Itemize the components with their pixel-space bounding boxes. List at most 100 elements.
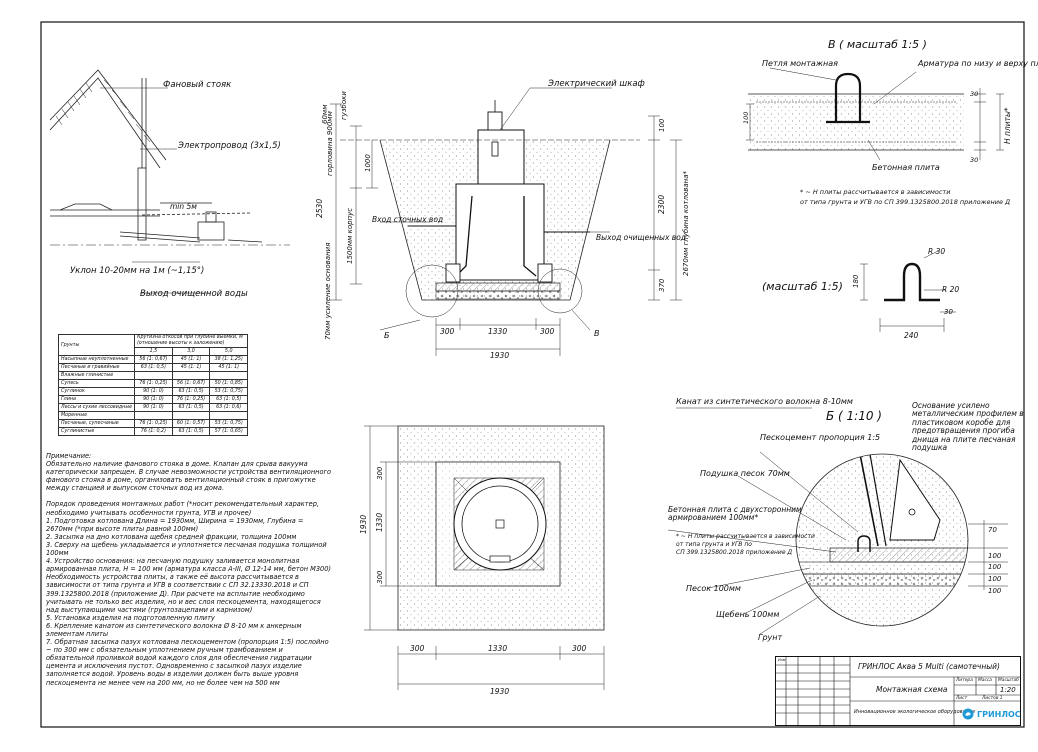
outlet-label: Выход очищенной воды [140, 289, 248, 299]
h-slab-label: H плиты* [1003, 107, 1012, 144]
loop-label: Петля монтажная [762, 59, 838, 68]
detail-b-title: Б ( 1:10 ) [826, 409, 882, 423]
dim-2530-label: 2530 [315, 199, 324, 218]
plan-dim-300-d: 300 [572, 644, 587, 653]
electric-box-label: Электрический шкаф [547, 79, 645, 89]
table-cell-value: 76 (1: 0,25) [134, 379, 173, 388]
rebar-label: Арматура по низу и верху плиты [917, 59, 1038, 68]
callout-b: Б [384, 331, 390, 340]
table-cell-value: 53 (1: 0,75) [209, 387, 249, 396]
table-row: Влажные глинистые [57, 371, 249, 380]
vent-stack-label: Фановый стояк [163, 80, 232, 90]
dim-300-right: 300 [540, 327, 555, 336]
notes-item: 3. Сверху на щебень укладывается и уплот… [46, 540, 327, 558]
title-block-col-labels: Изм [778, 658, 785, 662]
table-sub: 5,0 [209, 347, 249, 356]
table-cell-soil: Песчаные и гравийные [57, 363, 136, 372]
notes-item: 2. Засыпка на дно котлована щебня средне… [46, 532, 297, 541]
dim-100-label: 100 [658, 118, 666, 132]
table-cell-soil: Суглинок [57, 387, 136, 396]
table-cell-soil: Влажные глинистые [57, 371, 136, 380]
sand-label: Песок 100мм [686, 584, 741, 593]
notes-item: 5. Установка изделия на подготовленную п… [46, 613, 215, 622]
plan-dim-300-a: 300 [376, 466, 384, 480]
org-label: Инновационное экологическое оборудование [854, 709, 976, 715]
body-label: 1500мм корпус [346, 208, 354, 264]
b-dim-100-a: 100 [988, 552, 1002, 560]
detail-v-dim-30a: 30 [970, 90, 978, 98]
table-cell-value: 57 (1: 0,65) [209, 427, 249, 436]
detail-b: Канат из синтетического волокна 8-10мм Б… [667, 397, 1024, 642]
table-cell-soil: Песчаные, супесчаные [57, 419, 136, 428]
scale-value: 1:20 [1000, 686, 1016, 694]
table-cell-value: 76 (1: 0,25) [171, 395, 211, 404]
sheets-label: Листов 1 [982, 696, 1003, 701]
detail-v-dim-100: 100 [742, 112, 750, 124]
table-cell-value: 50 (1: 0,85) [209, 379, 249, 388]
detail-v-note-2: от типа грунта и УГВ по СП 399.1325800.2… [800, 198, 1010, 206]
table-cell-value [209, 411, 249, 420]
sand-pad-label: Подушка песок 70мм [700, 469, 790, 478]
notes-paragraph-1: Обязательно наличие фанового стояка в до… [46, 460, 331, 493]
table-cell-soil: Глина [57, 395, 136, 404]
col-mass: Масса [978, 678, 992, 683]
table-cell-soil: Супесь [57, 379, 136, 388]
detail-v-title: В ( масштаб 1:5 ) [828, 38, 927, 51]
table-cell-value: 56 (1: 0,67) [171, 379, 211, 388]
table-cell-value: 90 (1: 0) [134, 403, 173, 412]
power-cable-label: Электропровод (3х1,5) [177, 141, 281, 151]
dim-60-label: 60мм [321, 104, 329, 124]
table-cell-value: 63 (1: 0,5) [171, 387, 211, 396]
drawing-subtitle: Монтажная схема [876, 685, 948, 694]
plan-dim-1330-h: 1330 [488, 644, 507, 653]
plan-view: 1930 1330 300 300 300 1330 300 1930 [359, 425, 605, 696]
base-note: Основание усилено металлическим профилем… [912, 402, 1024, 453]
dim-1930: 1930 [490, 351, 509, 360]
loop-detail: (масштаб 1:5) R 30 R 20 180 30 240 [762, 247, 959, 340]
table-cell-value: 56 (1: 0,67) [134, 355, 173, 364]
loop-dim-30: 30 [944, 308, 953, 316]
b-dim-100-b: 100 [988, 563, 1002, 571]
notes-title: Примечание: [46, 452, 92, 460]
slope-label: Уклон 10-20мм на 1м (~1,15°) [70, 266, 204, 276]
table-cell-value: 90 (1: 0) [134, 387, 173, 396]
table-cell-value: 63 (1: 0,5) [171, 427, 211, 436]
table-cell-value: 60 (1: 0,57) [171, 419, 211, 428]
slab-b-note-2: от типа грунта и УГВ по [676, 541, 752, 548]
plan-dim-1330-v: 1330 [375, 513, 384, 532]
notes-item: 7. Обратная засыпка пазух котлована песк… [46, 638, 329, 687]
table-sub: 1,5 [134, 347, 173, 356]
soil-label: Грунт [758, 633, 783, 642]
table-cell-value: 45 (1: 1) [209, 363, 249, 372]
inlet-label: Вход сточных вод [372, 215, 443, 224]
min-distance-label: min 5м [170, 202, 197, 211]
sheet-frame [40, 21, 1025, 728]
table-cell-value: 90 (1: 0) [134, 395, 173, 404]
table-header-slope: Крутизна откосов при глубине выемки, м (… [134, 334, 249, 348]
b-dim-70: 70 [988, 526, 997, 534]
table-cell-value [134, 371, 173, 380]
slab-b-note-1: * ~ H плиты рассчитывается в зависимости [676, 533, 815, 540]
logo-text: ГРИНЛОС [977, 709, 1021, 719]
neck-label: горловина 900мм [326, 110, 334, 176]
b-dim-100-c: 100 [988, 575, 1002, 583]
notes-item: 6. Крепление канатом из синтетического в… [46, 621, 302, 638]
table-cell-value: 63 (1: 0,5) [209, 395, 249, 404]
title-block-grid [776, 657, 1020, 725]
slab-label: 70мм усиление основания [324, 243, 332, 340]
logo: ГРИНЛОС [962, 708, 1021, 720]
table-cell-value [171, 371, 211, 380]
sheet-label: Лист [956, 696, 968, 701]
notes-item: 1. Подготовка котлована Длина = 1930мм, … [46, 516, 304, 533]
table-cell-value: 76 (1: 0,2) [134, 427, 173, 436]
slope-table: Грунты Крутизна откосов при глубине выем… [57, 334, 249, 436]
depth-label: 2670мм глубина котлована* [682, 171, 690, 276]
slab-b-label: Бетонная плита с двухсторонним армирован… [668, 506, 802, 523]
